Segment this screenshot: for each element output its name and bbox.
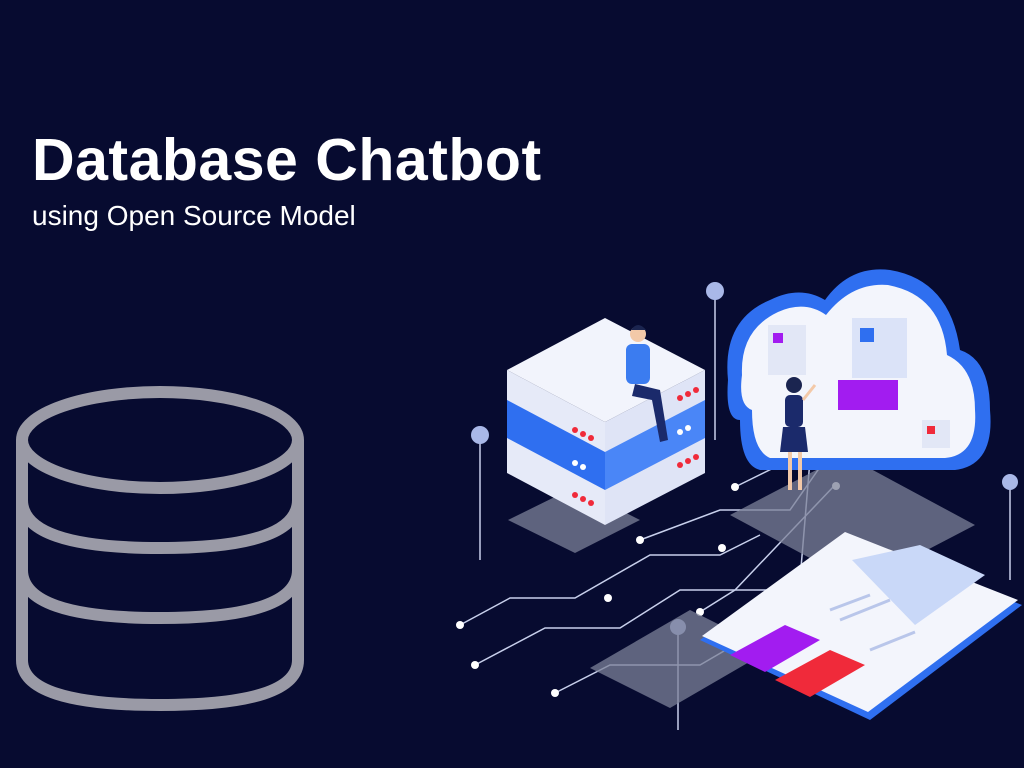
person-sitting (626, 325, 668, 442)
slide-title: Database Chatbot (32, 127, 542, 193)
dashboard-illustration (700, 532, 1022, 720)
person-standing (780, 377, 817, 490)
cloud-illustration (727, 269, 991, 470)
database-icon (16, 386, 304, 712)
server-illustration (507, 318, 705, 525)
slide-subtitle: using Open Source Model (32, 200, 356, 231)
